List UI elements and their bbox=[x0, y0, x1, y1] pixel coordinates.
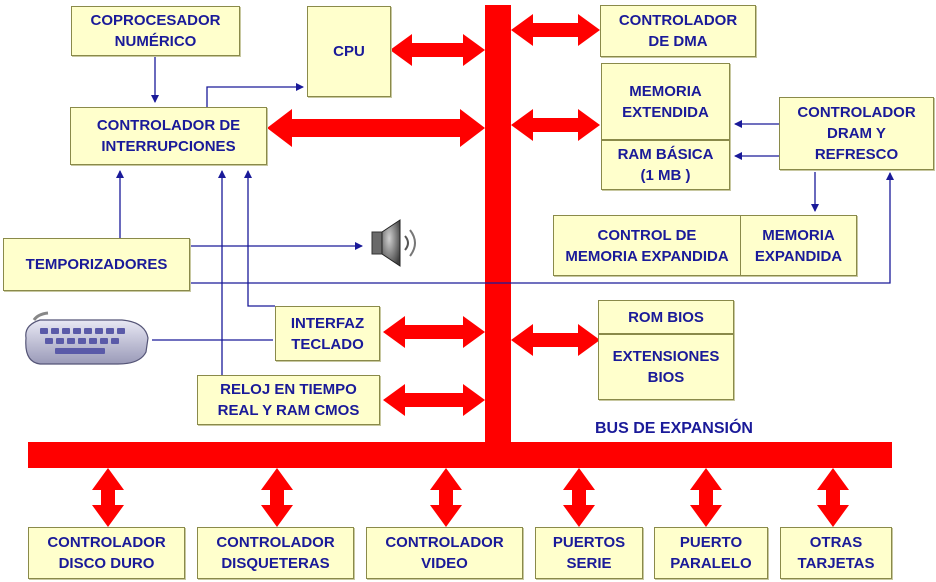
controlador-dma-box: CONTROLADOR DE DMA bbox=[600, 5, 756, 57]
arrow-bus-rom bbox=[511, 324, 600, 356]
cpu-box: CPU bbox=[307, 6, 391, 97]
arrow-bus-disqueteras bbox=[261, 468, 293, 527]
line-interrupciones-cpu bbox=[206, 83, 304, 107]
arrow-bus-dma bbox=[511, 14, 600, 46]
arrow-interrupciones-bus bbox=[267, 109, 485, 147]
coprocesador-numerico-box: COPROCESADOR NUMÉRICO bbox=[71, 6, 240, 56]
controlador-disqueteras-box: CONTROLADOR DISQUETERAS bbox=[197, 527, 354, 579]
main-bus-vertical bbox=[485, 5, 511, 447]
arrow-teclado-bus bbox=[383, 316, 485, 348]
line-temporizadores-dram bbox=[190, 172, 894, 284]
controlador-disco-duro-box: CONTROLADOR DISCO DURO bbox=[28, 527, 185, 579]
controlador-dram-refresco-box: CONTROLADOR DRAM Y REFRESCO bbox=[779, 97, 934, 170]
temporizadores-box: TEMPORIZADORES bbox=[3, 238, 190, 291]
arrow-bus-memoria bbox=[511, 109, 600, 141]
puerto-paralelo-box: PUERTO PARALELO bbox=[654, 527, 768, 579]
arrow-bus-otras bbox=[817, 468, 849, 527]
arrow-bus-serie bbox=[563, 468, 595, 527]
controlador-interrupciones-box: CONTROLADOR DE INTERRUPCIONES bbox=[70, 107, 267, 165]
arrow-reloj-bus bbox=[383, 384, 485, 416]
memoria-extendida-box: MEMORIA EXTENDIDA bbox=[601, 63, 730, 140]
line-teclado-interrupciones bbox=[244, 170, 275, 307]
control-memoria-expandida-box: CONTROL DE MEMORIA EXPANDIDA bbox=[553, 215, 741, 276]
otras-tarjetas-box: OTRAS TARJETAS bbox=[780, 527, 892, 579]
ram-basica-box: RAM BÁSICA (1 MB ) bbox=[601, 140, 730, 190]
extensiones-bios-box: EXTENSIONES BIOS bbox=[598, 334, 734, 400]
keyboard-icon bbox=[25, 311, 149, 365]
bus-expansion-label: BUS DE EXPANSIÓN bbox=[595, 420, 753, 437]
puertos-serie-box: PUERTOS SERIE bbox=[535, 527, 643, 579]
arrow-cpu-bus bbox=[390, 34, 485, 66]
reloj-tiempo-real-box: RELOJ EN TIEMPO REAL Y RAM CMOS bbox=[197, 375, 380, 425]
arrow-bus-disco bbox=[92, 468, 124, 527]
arrow-bus-paralelo bbox=[690, 468, 722, 527]
speaker-icon bbox=[371, 219, 416, 267]
expansion-bus-horizontal bbox=[28, 442, 892, 468]
rom-bios-box: ROM BIOS bbox=[598, 300, 734, 334]
arrow-bus-video bbox=[430, 468, 462, 527]
memoria-expandida-box: MEMORIA EXPANDIDA bbox=[740, 215, 857, 276]
controlador-video-box: CONTROLADOR VIDEO bbox=[366, 527, 523, 579]
interfaz-teclado-box: INTERFAZ TECLADO bbox=[275, 306, 380, 361]
